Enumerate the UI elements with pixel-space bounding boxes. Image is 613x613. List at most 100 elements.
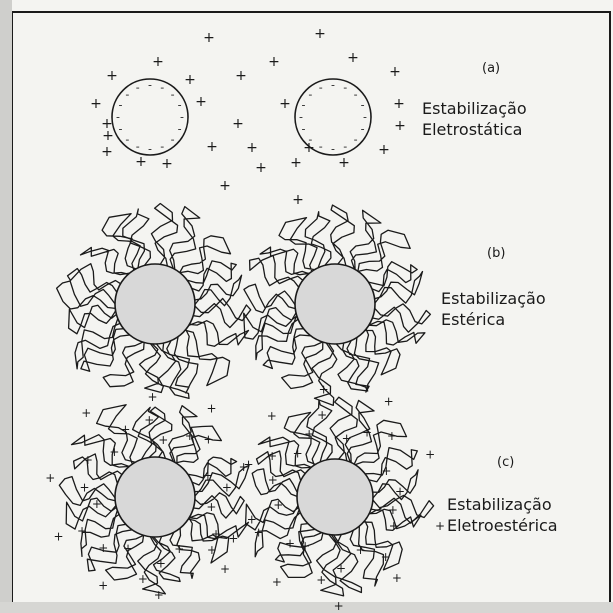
surface-charge-sign: - <box>319 140 323 153</box>
counter-ion-plus: + <box>395 485 405 499</box>
surface-charge-sign: - <box>180 111 184 124</box>
counter-ion-plus: + <box>267 409 277 423</box>
scan-shadow-bottom <box>0 602 613 613</box>
panel-a-electrostatic: --------------------------------++++++++… <box>90 26 406 208</box>
surface-charge-sign: - <box>331 79 335 92</box>
surface-charge-sign: - <box>363 111 367 124</box>
surface-charge-sign: - <box>171 133 175 146</box>
counter-ion-plus: + <box>120 422 130 436</box>
polymer-chain <box>140 344 164 393</box>
counter-ion-plus: + <box>393 96 405 112</box>
counter-ion-plus: + <box>158 433 168 447</box>
polymer-chain <box>371 495 434 523</box>
counter-ion-plus: + <box>435 519 445 533</box>
counter-ion-plus: + <box>272 575 282 589</box>
panel-c-title-line2: Eletroestérica <box>447 515 558 536</box>
counter-ion-plus: + <box>268 473 278 487</box>
surface-charge-sign: - <box>299 111 303 124</box>
counter-ion-plus: + <box>195 94 207 110</box>
counter-ion-plus: + <box>135 154 147 170</box>
counter-ion-plus: + <box>425 447 435 461</box>
counter-ion-plus: + <box>148 390 158 404</box>
counter-ion-plus: + <box>156 556 166 570</box>
polymer-chain <box>336 343 367 391</box>
surface-charge-sign: - <box>160 140 164 153</box>
counter-ion-plus: + <box>317 408 327 422</box>
surface-charge-sign: - <box>178 98 182 111</box>
counter-ion-plus: + <box>355 543 365 557</box>
counter-ion-plus: + <box>102 128 114 144</box>
surface-charge-sign: - <box>319 81 323 94</box>
counter-ion-plus: + <box>342 432 352 446</box>
polymer-chain <box>170 207 200 270</box>
polymer-chain <box>69 305 117 334</box>
counter-ion-plus: + <box>303 140 315 156</box>
counter-ion-plus: + <box>235 68 247 84</box>
surface-charge-sign: - <box>354 88 358 101</box>
counter-ion-plus: + <box>300 539 310 553</box>
counter-ion-plus: + <box>219 178 231 194</box>
counter-ion-plus: + <box>239 460 249 474</box>
surface-charge-sign: - <box>125 88 129 101</box>
counter-ion-plus: + <box>206 500 216 514</box>
polymer-chain <box>244 284 295 312</box>
counter-ion-plus: + <box>123 542 133 556</box>
counter-ion-plus: + <box>273 498 283 512</box>
counter-ion-plus: + <box>228 531 238 545</box>
polymer-chain <box>373 304 431 332</box>
counter-ion-plus: + <box>222 480 232 494</box>
counter-ion-plus: + <box>381 550 391 564</box>
counter-ion-plus: + <box>292 192 304 208</box>
panel-a-title-line1: Estabilização <box>422 98 527 119</box>
counter-ion-plus: + <box>388 503 398 517</box>
counter-ion-plus: + <box>290 155 302 171</box>
counter-ion-plus: + <box>54 529 64 543</box>
counter-ion-plus: + <box>334 599 344 613</box>
counter-ion-plus: + <box>45 471 55 485</box>
surface-charge-sign: - <box>361 98 365 111</box>
counter-ion-plus: + <box>267 449 277 463</box>
polymer-chain <box>81 247 130 274</box>
panel-b-tag: (b) <box>487 246 505 261</box>
polymer-chain <box>331 205 355 265</box>
counter-ion-plus: + <box>232 116 244 132</box>
surface-charge-sign: - <box>301 98 305 111</box>
panel-b-title-line1: Estabilização <box>441 288 546 309</box>
counter-ion-plus: + <box>206 139 218 155</box>
counter-ion-plus: + <box>279 96 291 112</box>
panel-c-tag: (c) <box>497 455 514 470</box>
particle-core <box>115 264 195 344</box>
counter-ion-plus: + <box>392 571 402 585</box>
counter-ion-plus: + <box>80 481 90 495</box>
polymer-chain <box>68 264 121 292</box>
surface-charge-sign: - <box>178 123 182 136</box>
counter-ion-plus: + <box>293 447 303 461</box>
panel-c-title: Estabilização Eletroestérica <box>447 494 558 536</box>
counter-ion-plus: + <box>144 413 154 427</box>
counter-ion-plus: + <box>338 155 350 171</box>
surface-charge-sign: - <box>136 140 140 153</box>
counter-ion-plus: + <box>90 96 102 112</box>
polymer-chain <box>350 210 381 269</box>
counter-ion-plus: + <box>185 429 195 443</box>
surface-charge-sign: - <box>301 123 305 136</box>
surface-charge-sign: - <box>308 88 312 101</box>
counter-ion-plus: + <box>387 429 397 443</box>
counter-ion-plus: + <box>316 573 326 587</box>
counter-ion-plus: + <box>203 469 213 483</box>
counter-ion-plus: + <box>161 156 173 172</box>
panel-c-title-line1: Estabilização <box>447 494 558 515</box>
counter-ion-plus: + <box>247 512 257 526</box>
counter-ion-plus: + <box>154 588 164 602</box>
counter-ion-plus: + <box>314 26 326 42</box>
particle-core <box>295 264 375 344</box>
counter-ion-plus: + <box>174 542 184 556</box>
surface-charge-sign: - <box>125 133 129 146</box>
counter-ion-plus: + <box>389 64 401 80</box>
counter-ion-plus: + <box>92 497 102 511</box>
panel-b-title-line2: Estérica <box>441 309 546 330</box>
surface-charge-sign: - <box>343 140 347 153</box>
polymer-chain <box>250 256 303 288</box>
counter-ion-plus: + <box>203 30 215 46</box>
